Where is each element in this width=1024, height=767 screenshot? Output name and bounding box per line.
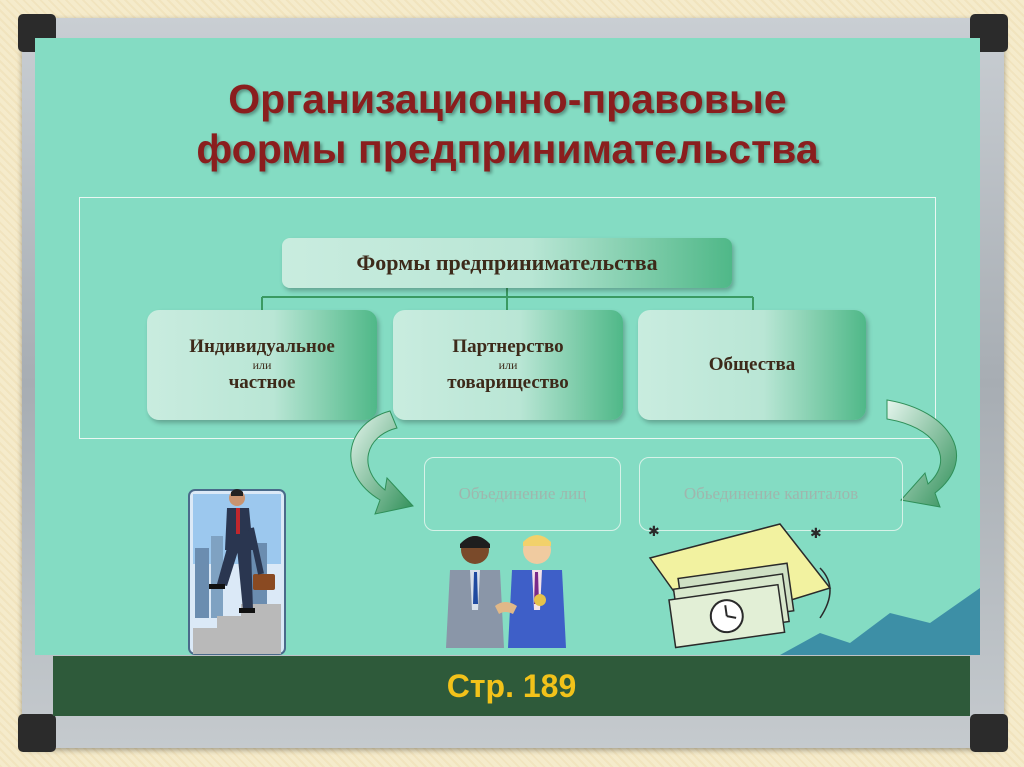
diagram-root-node: Формы предпринимательства <box>282 238 732 288</box>
node-partnership-connector: или <box>498 358 518 372</box>
outcome-persons: Объединение лиц <box>424 457 621 531</box>
svg-text:✱: ✱ <box>648 525 660 540</box>
title-line-1: Организационно-правовые <box>228 76 787 122</box>
outcome-capitals-label: Обьединение капиталов <box>683 484 859 503</box>
money-clock-icon: ✱ ✱ <box>648 523 832 649</box>
node-societies: Общества <box>638 310 866 420</box>
node-individual-connector: или <box>252 358 272 372</box>
node-partnership-line2: товарищество <box>447 372 569 393</box>
frame-corner <box>970 714 1008 752</box>
slide-board: Организационно-правовые формы предприним… <box>35 38 980 655</box>
right-curved-arrow <box>886 399 957 508</box>
node-partnership-line1: Партнерство <box>452 336 564 357</box>
title-line-2: формы предпринимательства <box>196 126 819 172</box>
node-partnership: Партнерство или товарищество <box>393 310 623 420</box>
businessman-climbing-stairs-icon <box>188 489 286 655</box>
node-individual-line1: Индивидуальное <box>189 336 335 357</box>
diagram-connectors <box>261 288 754 310</box>
root-label: Формы предпринимательства <box>356 250 658 275</box>
diagram-frame <box>79 197 936 439</box>
flow-arrows <box>350 399 957 515</box>
frame-corner <box>18 714 56 752</box>
page-reference: Стр. 189 <box>446 667 577 704</box>
node-individual-line2: частное <box>228 372 296 393</box>
mountain-decoration <box>780 588 980 655</box>
left-curved-arrow <box>350 410 414 515</box>
handshake-icon <box>446 535 566 648</box>
slide-title: Организационно-правовые формы предприним… <box>35 74 980 174</box>
footer-bar: Стр. 189 <box>53 656 970 716</box>
svg-text:✱: ✱ <box>810 527 822 542</box>
outcome-persons-label: Объединение лиц <box>458 484 587 503</box>
node-societies-label: Общества <box>708 354 796 375</box>
node-individual: Индивидуальное или частное <box>147 310 377 420</box>
